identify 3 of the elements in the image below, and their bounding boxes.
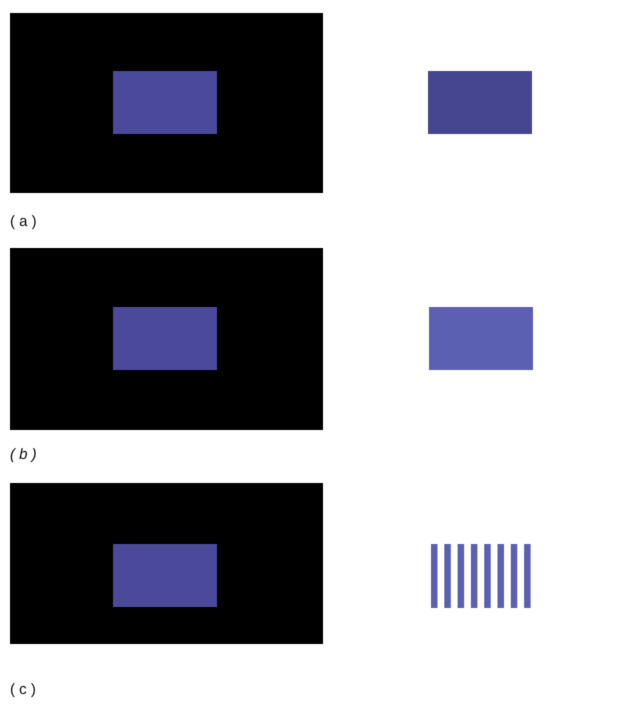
panel-label: ( c ) bbox=[10, 681, 36, 699]
panel-label: ( b ) bbox=[10, 446, 37, 464]
panel-label: ( a ) bbox=[10, 213, 37, 231]
